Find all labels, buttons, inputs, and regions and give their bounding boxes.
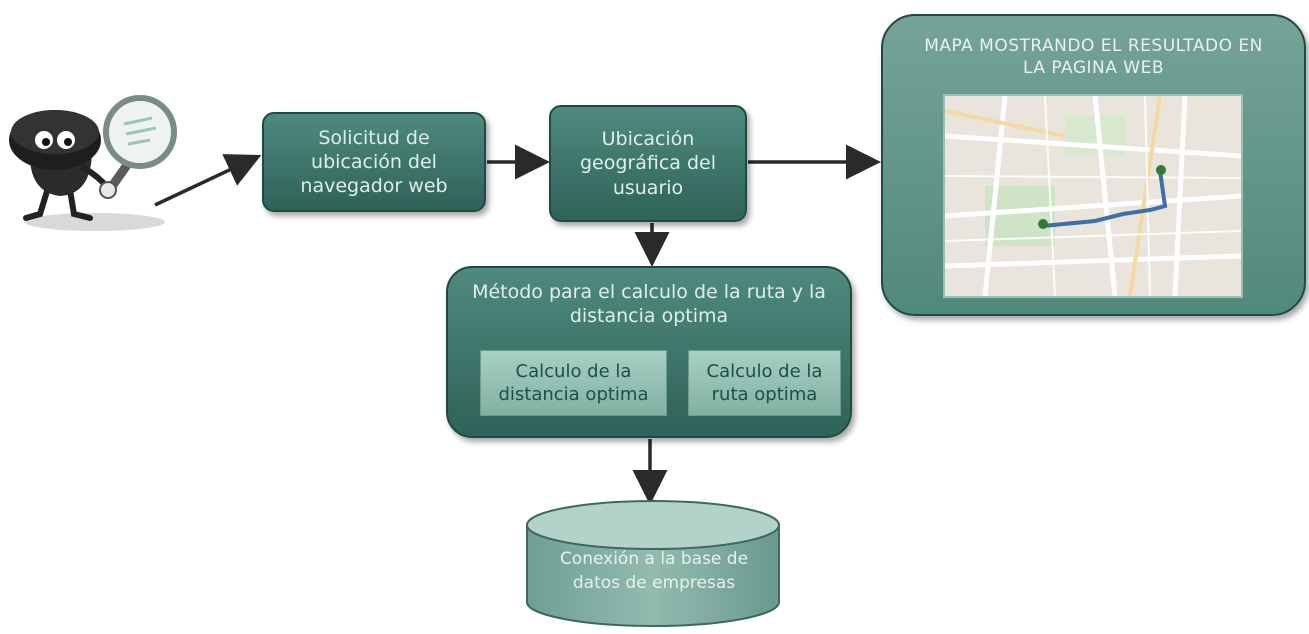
street-map-image [945, 96, 1241, 296]
node-conexion-base-datos: Conexión a la base de datos de empresas [530, 548, 778, 596]
node-text-line: Conexión a la base de [559, 549, 749, 569]
node-text-line: ruta optima [711, 384, 818, 405]
node-text-line: navegador web [300, 175, 448, 198]
node-ubicacion-geografica: Ubicación geográfica del usuario [549, 105, 747, 222]
node-text-line: LA PAGINA WEB [1022, 57, 1165, 78]
node-text-line: Calculo de la [515, 360, 632, 382]
node-text-line: Ubicación [601, 128, 695, 151]
node-text-line: Calculo de la [706, 360, 823, 382]
subnode-calculo-distancia: Calculo de la distancia optima [480, 350, 667, 416]
node-text-line: MAPA MOSTRANDO EL RESULTADO EN [924, 36, 1263, 56]
node-text-line: geográfica del [579, 152, 716, 175]
subnode-calculo-ruta: Calculo de la ruta optima [688, 350, 841, 416]
node-text-line: distancia optima [569, 305, 729, 328]
node-text-line: Método para el calculo de la ruta y la [472, 281, 826, 303]
node-text-line: distancia optima [498, 384, 649, 405]
node-solicitud-ubicacion: Solicitud de ubicación del navegador web [262, 112, 486, 212]
arrow-user-to-solicitud [154, 154, 262, 207]
node-text-line: Solicitud de [318, 126, 430, 149]
node-text-line: datos de empresas [572, 572, 736, 593]
node-text-line: usuario [612, 176, 684, 199]
node-text-line: ubicación del [311, 150, 437, 173]
